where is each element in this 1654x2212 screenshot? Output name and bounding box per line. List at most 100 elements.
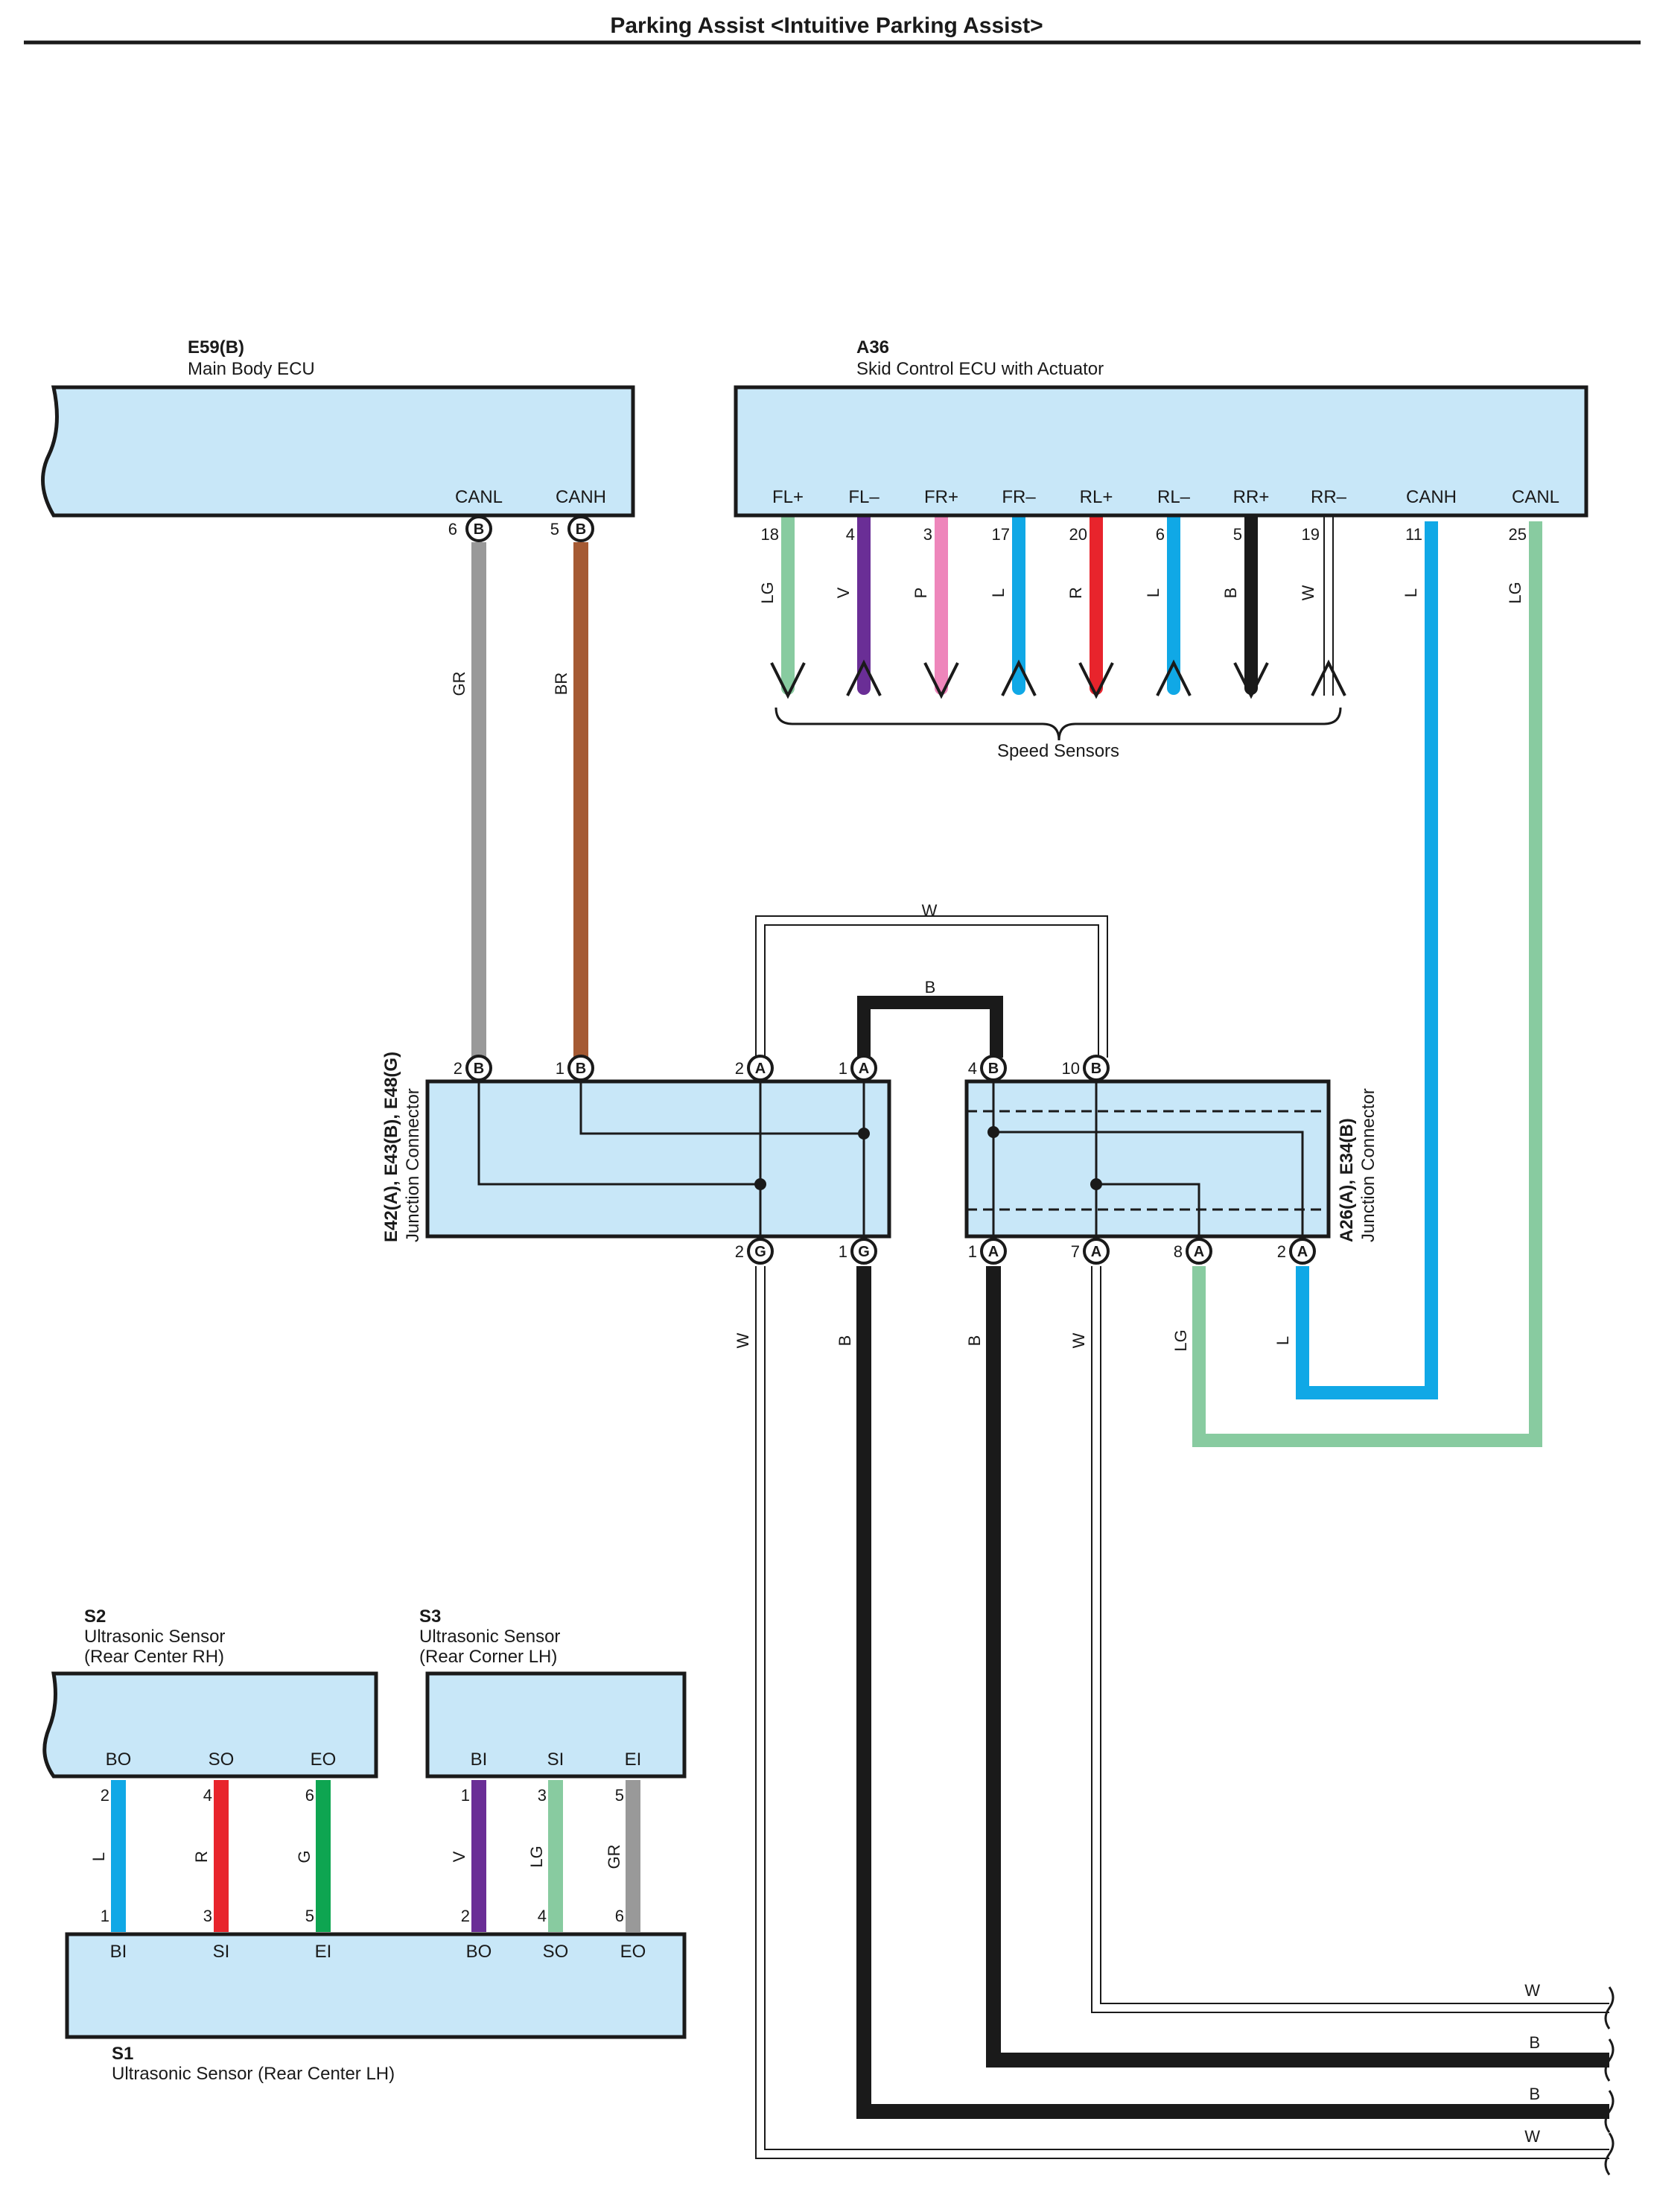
wire-label: LG — [527, 1846, 546, 1867]
wire-label: G — [295, 1850, 314, 1863]
ultrasonic-sensor-s2-position: (Rear Center RH) — [84, 1647, 224, 1667]
splice-dot — [1090, 1178, 1102, 1190]
connector-letter: G — [858, 1244, 870, 1260]
wire-label: W — [922, 901, 938, 920]
ultrasonic-sensor-s1-name: Ultrasonic Sensor (Rear Center LH) — [112, 2064, 395, 2084]
pin-num: 17 — [992, 525, 1010, 544]
pin-name: CANH — [1406, 487, 1457, 507]
connector-circle — [850, 1055, 877, 1081]
pin-name: SO — [209, 1749, 235, 1770]
wire-label: B — [1529, 2033, 1540, 2052]
pin-num: 6 — [1156, 525, 1165, 544]
splice-dot — [754, 1178, 766, 1190]
wire-w-loop-inner — [757, 917, 1107, 1058]
pin-num: 1 — [556, 1059, 564, 1078]
wire-label: L — [89, 1852, 108, 1861]
pin-num: 6 — [305, 1786, 314, 1805]
pin-name: RR– — [1311, 487, 1347, 507]
connector-circle — [567, 1055, 594, 1081]
wire-label: GR — [605, 1845, 623, 1869]
pin-num: 4 — [846, 525, 855, 544]
wire-label: GR — [450, 672, 468, 696]
break-mark — [1604, 2132, 1615, 2176]
pin-name: SI — [547, 1749, 564, 1770]
junction-connector-a26-name: Junction Connector — [1358, 1088, 1378, 1242]
pin-num: 4 — [968, 1059, 977, 1078]
wire-label: L — [1402, 588, 1420, 597]
pin-num: 1 — [101, 1907, 109, 1925]
wire-label: W — [1299, 585, 1317, 600]
break-mark — [1604, 2090, 1615, 2133]
wire-label: LG — [758, 582, 777, 603]
connector-letter: A — [988, 1244, 999, 1260]
arrow-up — [1156, 659, 1192, 696]
wire-label: W — [1524, 2127, 1540, 2146]
splice-dot — [858, 1128, 870, 1140]
pin-name: BI — [471, 1749, 488, 1770]
wire-w-jc2-out-inner — [1092, 1266, 1609, 2012]
wire-color-labels: GR BR W B W B B W LG L L R G V LG GR W B… — [89, 672, 1540, 2146]
wire-label: B — [1529, 2085, 1540, 2103]
connector-circle — [567, 515, 594, 542]
connector-circle — [1186, 1238, 1212, 1265]
pin-name: EI — [315, 1942, 332, 1962]
wire-label: L — [1273, 1336, 1292, 1345]
skid-control-ecu-pins: FL+18LGFL–4VFR+3PFR–17LRL+20RRL–6LRR+5BR… — [758, 487, 1559, 604]
arrow-up — [1001, 659, 1037, 696]
wire-lg-canl — [1192, 521, 1542, 1447]
pin-name: RR+ — [1233, 487, 1270, 507]
pin-num: 1 — [461, 1786, 470, 1805]
pin-num: 1 — [839, 1059, 847, 1078]
junction-connector-a26-box — [964, 1079, 1331, 1239]
connector-circle — [465, 515, 492, 542]
wire-label: W — [1069, 1332, 1088, 1348]
pin-name: EO — [620, 1942, 646, 1962]
skid-control-ecu-id: A36 — [856, 337, 889, 357]
connector-letter: A — [1194, 1244, 1204, 1260]
pin-name: FR– — [1002, 487, 1036, 507]
pin-canh: CANH — [556, 487, 606, 507]
ultrasonic-sensor-s3-position: (Rear Corner LH) — [419, 1647, 557, 1667]
speed-sensors-label: Speed Sensors — [997, 741, 1119, 761]
connector-letter: A — [1297, 1244, 1308, 1260]
junction-connector-a26-id: A26(A), E34(B) — [1337, 1118, 1357, 1242]
pin-name: EO — [311, 1749, 337, 1770]
pin-num: 2 — [1277, 1242, 1286, 1261]
pin-name: CANL — [1512, 487, 1559, 507]
pin-num: 2 — [735, 1242, 744, 1261]
connector-circle — [1083, 1238, 1110, 1265]
pin-name: RL– — [1157, 487, 1191, 507]
pin-num: 2 — [461, 1907, 470, 1925]
ultrasonic-sensor-s2-id: S2 — [84, 1606, 106, 1627]
pin-num: 18 — [761, 525, 779, 544]
pin-num: 4 — [203, 1786, 212, 1805]
wire-w-jc1-out-outer — [755, 1266, 1609, 2159]
speed-sensors-brace — [774, 707, 1342, 741]
wire-label: V — [834, 587, 853, 598]
pin-num: 5 — [615, 1786, 624, 1805]
connector-circle — [747, 1055, 774, 1081]
connector-letter: G — [754, 1244, 766, 1260]
connector-letter: B — [1091, 1061, 1101, 1077]
pin-name: BI — [110, 1942, 127, 1962]
pin-num: 5 — [305, 1907, 314, 1925]
main-body-ecu-id: E59(B) — [188, 337, 244, 357]
break-mark — [1604, 1986, 1615, 2030]
connector-circle — [980, 1238, 1007, 1265]
wire-w-jc1-out-inner — [757, 1266, 1609, 2158]
ultrasonic-sensor-s3-box — [425, 1671, 687, 1779]
pin-name: BO — [106, 1749, 132, 1770]
pin-num: 5 — [1233, 525, 1242, 544]
junction-connector-e42: E42(A), E43(B), E48(G) Junction Connecto… — [381, 1052, 891, 1265]
ultrasonic-sensor-s3-id: S3 — [419, 1606, 441, 1627]
connector-letter: A — [859, 1061, 869, 1077]
wire-b-jc2-out — [986, 1266, 1609, 2068]
pin-num: 3 — [203, 1907, 212, 1925]
main-body-ecu-name: Main Body ECU — [188, 359, 315, 379]
wire-label: L — [1144, 588, 1162, 597]
pin-name: SI — [213, 1942, 230, 1962]
wire-label: B — [925, 978, 936, 997]
wires — [111, 521, 1609, 2159]
